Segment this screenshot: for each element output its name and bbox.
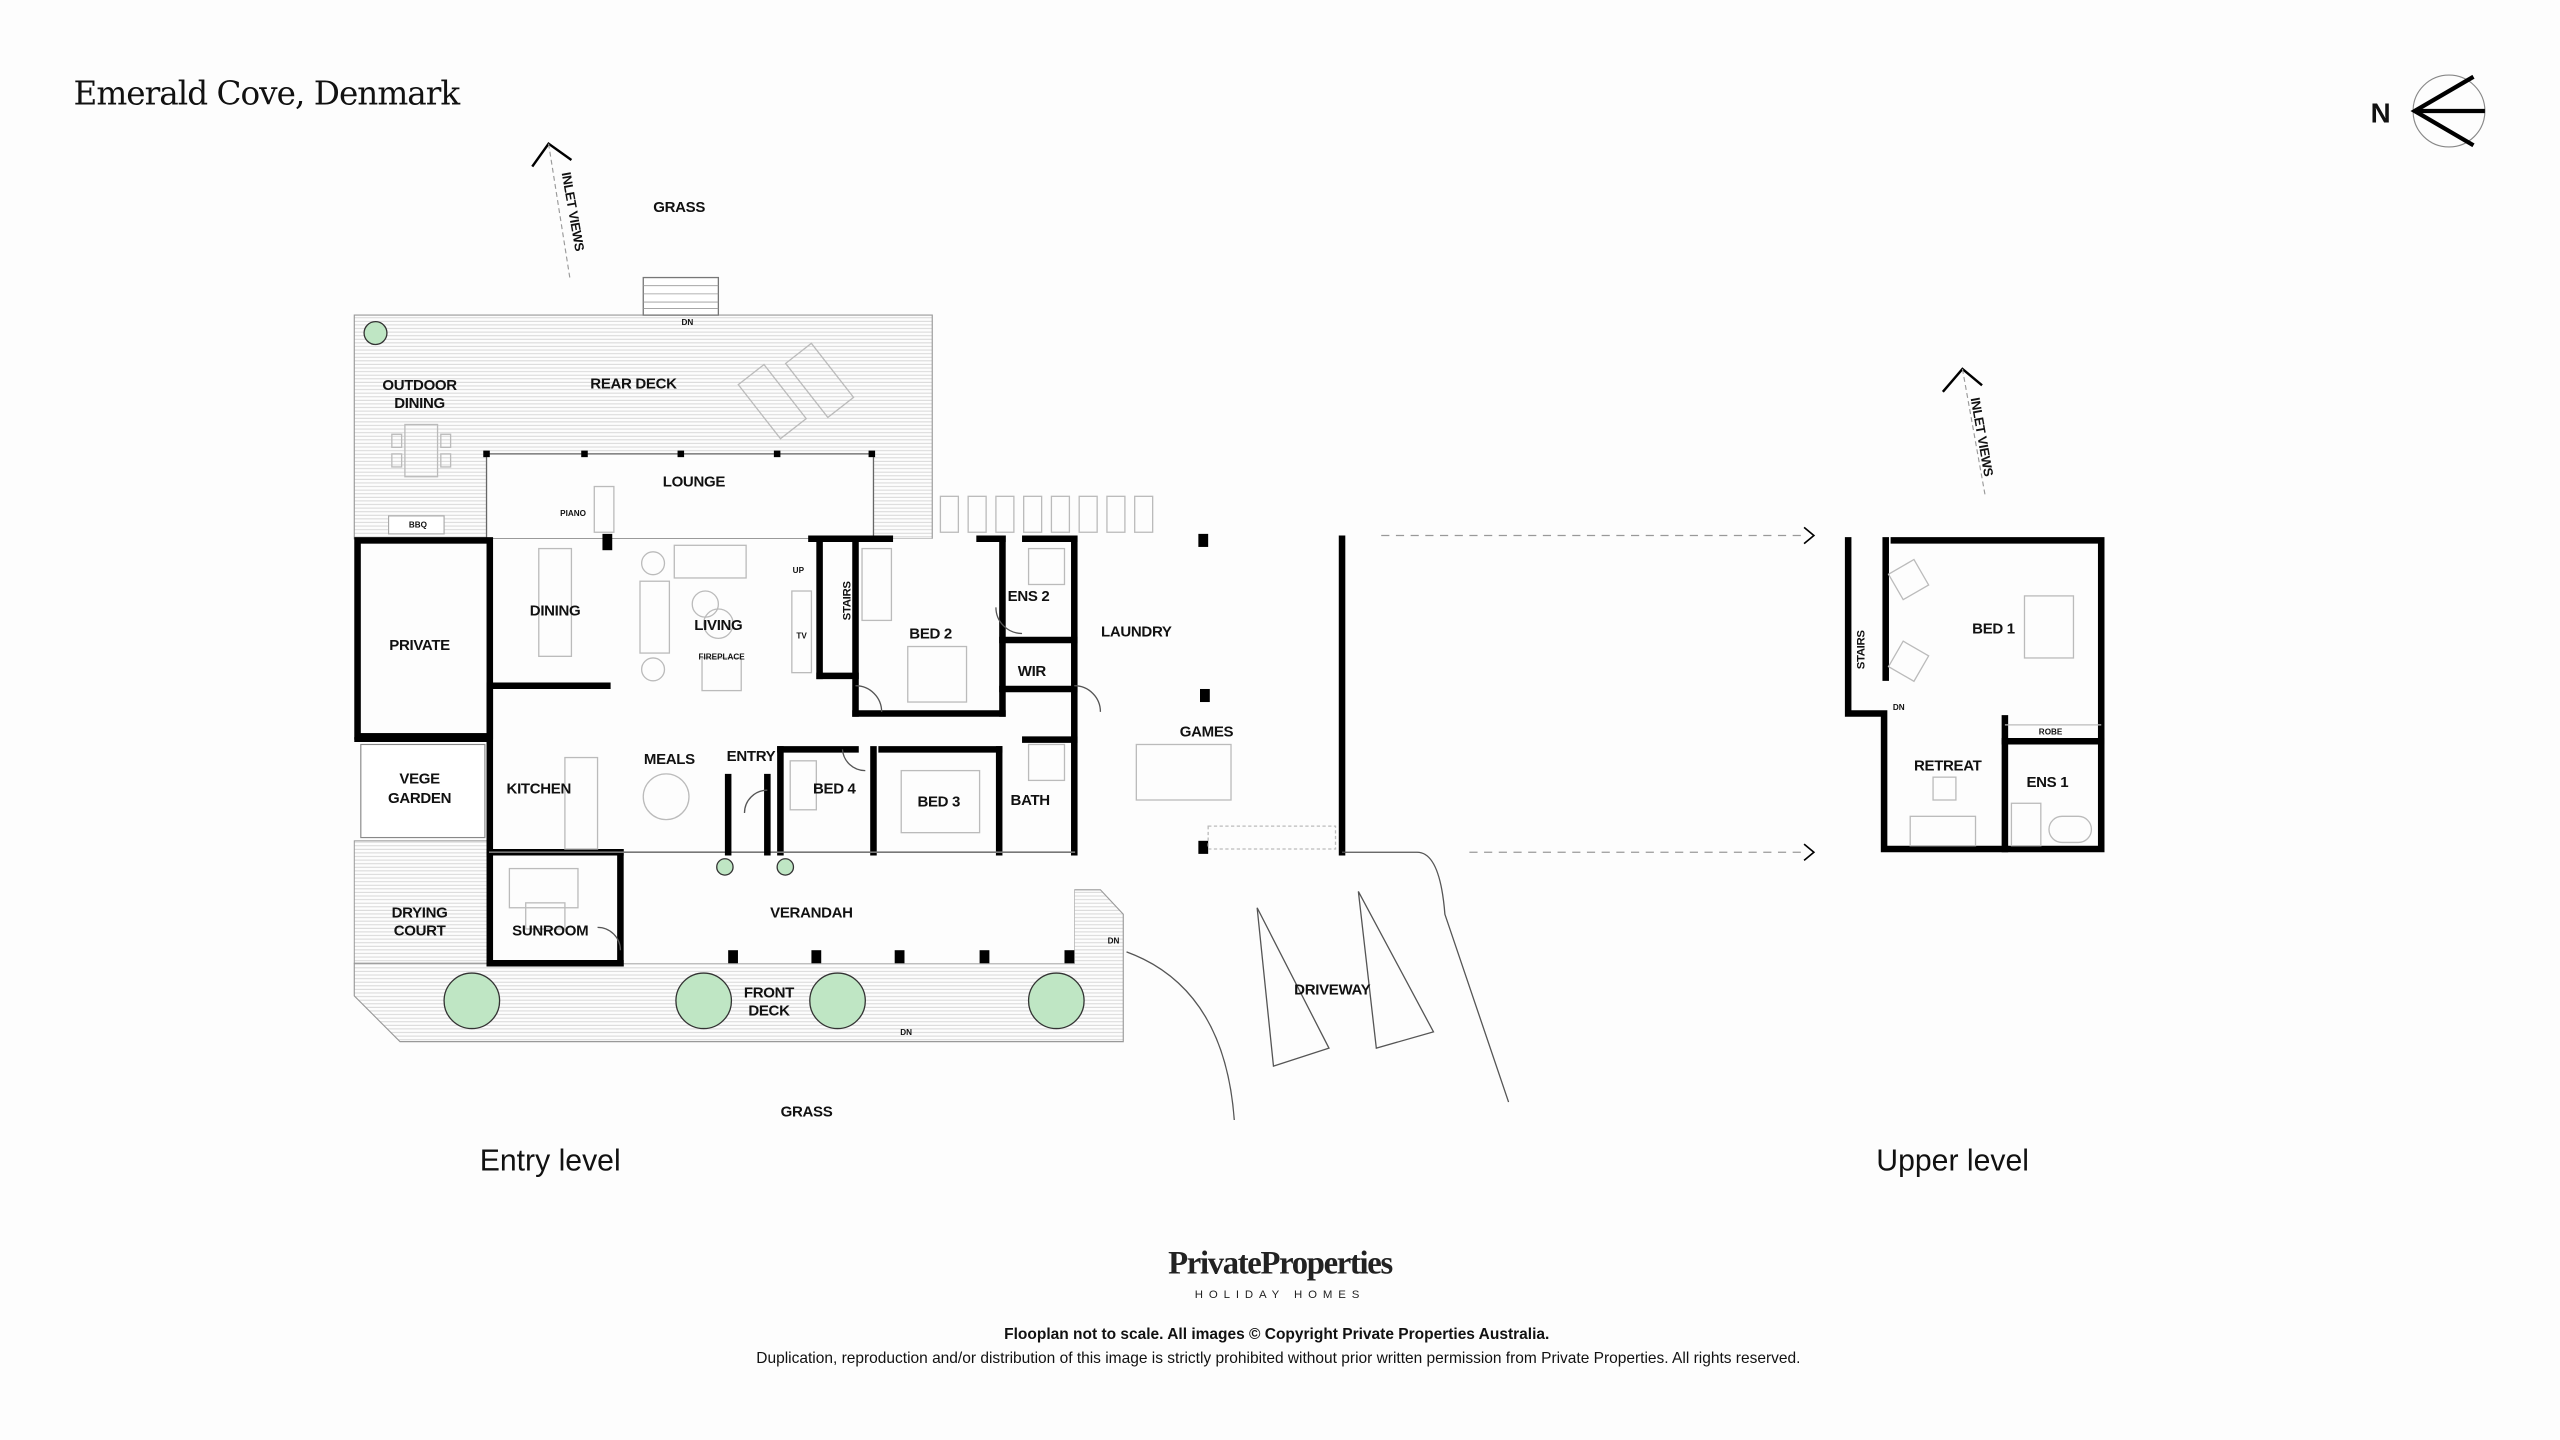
entry-level-label: Entry level: [480, 1145, 621, 1178]
rear-stairs: [642, 276, 720, 316]
room-label-bed-1: BED 1: [1972, 620, 2015, 637]
room-label-wir: WIR: [1018, 663, 1047, 680]
upper-level-plan: INLET VIEWS BED 1 RETREAT ENS 1 ROBE DN …: [1844, 367, 2105, 853]
inlet-views-arrow-icon: [531, 141, 573, 278]
property-title: Emerald Cove, Denmark: [73, 74, 460, 112]
dn-upper-label: DN: [1893, 703, 1905, 712]
room-label-bed-2: BED 2: [909, 625, 952, 642]
room-label-driveway: DRIVEWAY: [1294, 981, 1370, 998]
stairs-label: STAIRS: [842, 581, 854, 621]
brand-logo: PrivateProperties: [1168, 1245, 1392, 1281]
entry-level-plan: INLET VIEWS GRASS DN: [353, 141, 2071, 1121]
room-label-ens-2: ENS 2: [1008, 588, 1050, 605]
room-label-entry: ENTRY: [727, 748, 776, 765]
room-label-vege-garden: VEGE: [399, 771, 440, 788]
room-label-drying-court: DRYING: [392, 905, 448, 922]
room-label-kitchen: KITCHEN: [507, 780, 571, 797]
room-label-front-deck: FRONT: [744, 985, 795, 1002]
room-label-sunroom: SUNROOM: [512, 923, 588, 940]
private-room-walls: [354, 537, 494, 740]
vege-garden-bed: [360, 743, 486, 839]
room-label-laundry: LAUNDRY: [1101, 624, 1172, 641]
room-label-living: LIVING: [694, 617, 742, 634]
bbq-label: BBQ: [409, 520, 427, 529]
front-deck: [353, 889, 1124, 1043]
room-label-vege-garden-2: GARDEN: [388, 790, 451, 807]
room-label-bath: BATH: [1011, 792, 1050, 809]
inlet-views-label-upper: INLET VIEWS: [1968, 396, 1997, 478]
inlet-views-arrow-icon-upper: [1941, 367, 1986, 497]
up-label: UP: [793, 566, 805, 575]
tv-label: TV: [796, 631, 807, 640]
room-label-robe: ROBE: [2039, 728, 2063, 737]
footer-copyright: Flooplan not to scale. All images © Copy…: [1004, 1326, 1549, 1343]
room-label-retreat: RETREAT: [1914, 758, 1983, 775]
room-label-outdoor-dining: OUTDOOR: [382, 377, 457, 394]
tree-icons: [363, 320, 1085, 1030]
dn-rear-label: DN: [681, 318, 693, 327]
fireplace-label: FIREPLACE: [699, 653, 746, 662]
room-label-drying-court-2: COURT: [394, 923, 447, 940]
north-compass-icon: N: [2371, 74, 2486, 148]
drying-court: [353, 840, 491, 964]
brand-logo-subtitle: HOLIDAY HOMES: [1195, 1289, 1365, 1301]
room-label-outdoor-dining-2: DINING: [394, 395, 445, 412]
inlet-views-label: INLET VIEWS: [559, 171, 588, 253]
room-label-verandah: VERANDAH: [770, 905, 852, 922]
room-label-private: PRIVATE: [389, 637, 450, 654]
room-label-lounge: LOUNGE: [663, 474, 726, 491]
piano-label: PIANO: [560, 509, 586, 518]
lounge-area: [485, 453, 875, 540]
room-label-bed-3: BED 3: [917, 794, 960, 811]
upper-level-label: Upper level: [1876, 1145, 2029, 1178]
compass-letter: N: [2371, 97, 2391, 128]
grass-label-top: GRASS: [653, 199, 705, 216]
room-label-games: GAMES: [1180, 723, 1234, 740]
room-label-meals: MEALS: [644, 751, 695, 768]
grass-label-bottom: GRASS: [781, 1104, 833, 1121]
dn-front-label: DN: [900, 1028, 912, 1037]
room-label-rear-deck: REAR DECK: [590, 376, 677, 393]
room-label-ens-1: ENS 1: [2026, 774, 2068, 791]
room-label-front-deck-2: DECK: [748, 1003, 790, 1020]
stairs-label-upper: STAIRS: [1855, 630, 1867, 670]
dn-side-label: DN: [1108, 937, 1120, 946]
room-label-bed-4: BED 4: [813, 780, 857, 797]
room-label-dining: DINING: [530, 603, 581, 620]
footer-disclaimer: Duplication, reproduction and/or distrib…: [756, 1350, 1800, 1367]
